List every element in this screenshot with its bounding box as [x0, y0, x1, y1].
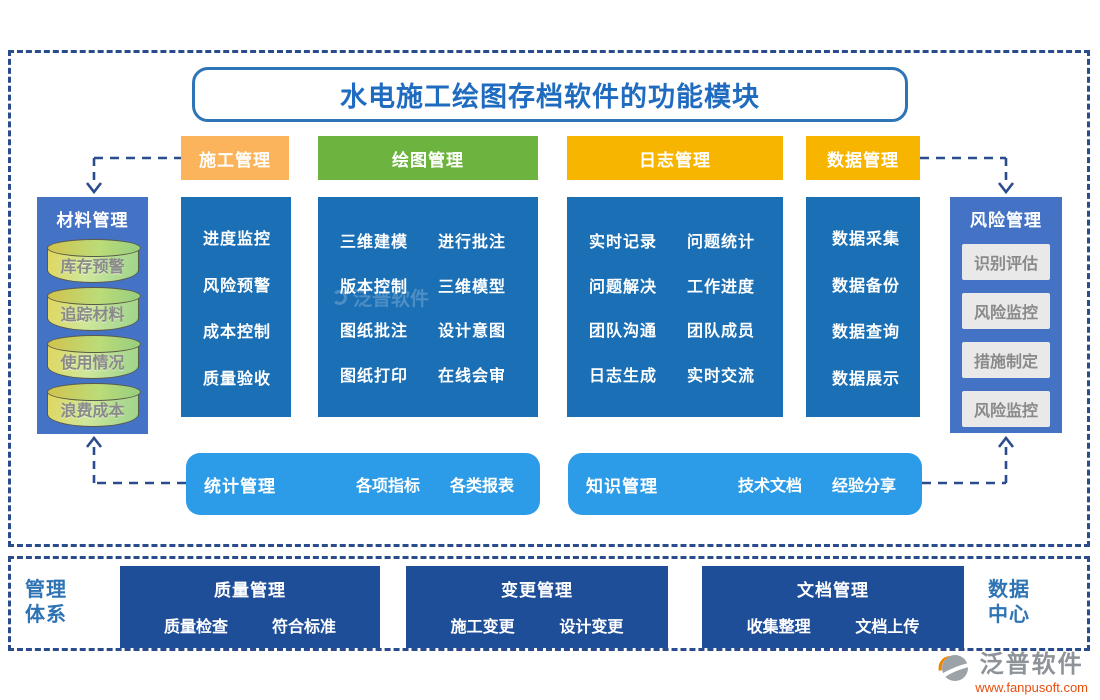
vendor-name: 泛普软件	[979, 651, 1084, 678]
feature-item: 数据查询	[832, 324, 901, 342]
vendor-logo-text: 泛普软件 www.fanpusoft.com	[975, 651, 1088, 696]
feature-item: 图纸批注	[340, 323, 409, 341]
material-cylinder-stack: 库存预警 追踪材料 使用情况 浪费成本	[37, 239, 148, 427]
feature-item: 版本控制	[340, 278, 409, 296]
column-data: 数据采集 数据备份 数据查询 数据展示	[806, 197, 920, 417]
risk-item: 风险监控	[962, 391, 1050, 427]
feature-item: 数据采集	[832, 231, 901, 249]
feature-item: 三维建模	[340, 233, 409, 251]
risk-item: 识别评估	[962, 244, 1050, 280]
navy-item: 文档上传	[855, 619, 920, 636]
navy-item: 设计变更	[559, 619, 624, 636]
vendor-url: www.fanpusoft.com	[975, 680, 1088, 695]
material-panel-title: 材料管理	[56, 211, 129, 230]
pill-item: 各类报表	[449, 478, 514, 495]
stat-pill-title: 统计管理	[204, 476, 276, 496]
stat-pill: 统计管理 各项指标 各类报表	[186, 453, 540, 515]
management-system-label: 管理体系	[25, 579, 67, 626]
feature-item: 问题解决	[589, 278, 658, 296]
cylinder-item: 追踪材料	[46, 287, 141, 331]
quality-box-title: 质量管理	[214, 581, 286, 600]
feature-item: 三维模型	[438, 278, 507, 296]
column-construction: 进度监控 风险预警 成本控制 质量验收	[181, 197, 291, 417]
feature-item: 图纸打印	[340, 368, 409, 386]
feature-item: 团队沟通	[589, 323, 658, 341]
feature-item: 在线会审	[438, 368, 507, 386]
knowledge-pill-title: 知识管理	[586, 476, 658, 496]
column-log: 实时记录 问题统计 问题解决 工作进度 团队沟通 团队成员 日志生成 实时交流	[567, 197, 783, 417]
feature-item: 实时交流	[687, 368, 756, 386]
header-construction: 施工管理	[181, 136, 289, 180]
feature-item: 进度监控	[203, 231, 272, 249]
stat-pill-items: 各项指标 各类报表	[356, 472, 514, 496]
feature-item: 团队成员	[687, 323, 756, 341]
feature-item: 进行批注	[438, 233, 507, 251]
page-title: 水电施工绘图存档软件的功能模块	[192, 67, 908, 122]
pill-item: 经验分享	[831, 478, 896, 495]
vendor-logo-icon	[938, 655, 970, 681]
feature-item: 问题统计	[687, 233, 756, 251]
navy-item: 收集整理	[746, 619, 811, 636]
feature-item: 实时记录	[589, 233, 658, 251]
knowledge-pill: 知识管理 技术文档 经验分享	[568, 453, 922, 515]
quality-box: 质量管理 质量检查 符合标准	[120, 566, 380, 648]
data-center-label: 数据中心	[988, 579, 1030, 626]
cylinder-item: 浪费成本	[46, 383, 141, 427]
risk-panel-title: 风险管理	[970, 211, 1042, 230]
feature-item: 风险预警	[203, 277, 272, 295]
feature-item: 数据备份	[832, 277, 901, 295]
quality-box-items: 质量检查 符合标准	[120, 613, 380, 637]
feature-item: 质量验收	[203, 370, 272, 388]
knowledge-pill-items: 技术文档 经验分享	[738, 472, 896, 496]
feature-item: 数据展示	[832, 370, 901, 388]
cylinder-item: 使用情况	[46, 335, 141, 379]
main-dashed-frame	[8, 50, 1090, 547]
feature-item: 工作进度	[687, 278, 756, 296]
document-box-items: 收集整理 文档上传	[702, 613, 964, 637]
navy-item: 质量检查	[163, 619, 228, 636]
header-data: 数据管理	[806, 136, 920, 180]
document-box-title: 文档管理	[797, 581, 869, 600]
pill-item: 技术文档	[737, 478, 802, 495]
feature-item: 设计意图	[438, 323, 507, 341]
header-drawing: 绘图管理	[318, 136, 538, 180]
risk-item: 风险监控	[962, 293, 1050, 329]
feature-item: 日志生成	[589, 368, 658, 386]
bottom-dashed-frame	[8, 556, 1090, 651]
column-drawing: 三维建模 进行批注 版本控制 三维模型 图纸批注 设计意图 图纸打印 在线会审	[318, 197, 538, 417]
navy-item: 符合标准	[271, 619, 336, 636]
change-box-title: 变更管理	[501, 581, 573, 600]
change-box: 变更管理 施工变更 设计变更	[406, 566, 668, 648]
navy-item: 施工变更	[450, 619, 515, 636]
vendor-logo: 泛普软件 www.fanpusoft.com	[935, 653, 1088, 695]
material-panel: 材料管理 库存预警 追踪材料 使用情况 浪费成本	[37, 197, 148, 434]
pill-item: 各项指标	[355, 478, 420, 495]
risk-item: 措施制定	[962, 342, 1050, 378]
risk-panel: 风险管理 识别评估 风险监控 措施制定 风险监控	[950, 197, 1062, 433]
header-log: 日志管理	[567, 136, 783, 180]
change-box-items: 施工变更 设计变更	[406, 613, 668, 637]
cylinder-item: 库存预警	[46, 239, 141, 283]
feature-item: 成本控制	[203, 324, 272, 342]
document-box: 文档管理 收集整理 文档上传	[702, 566, 964, 648]
